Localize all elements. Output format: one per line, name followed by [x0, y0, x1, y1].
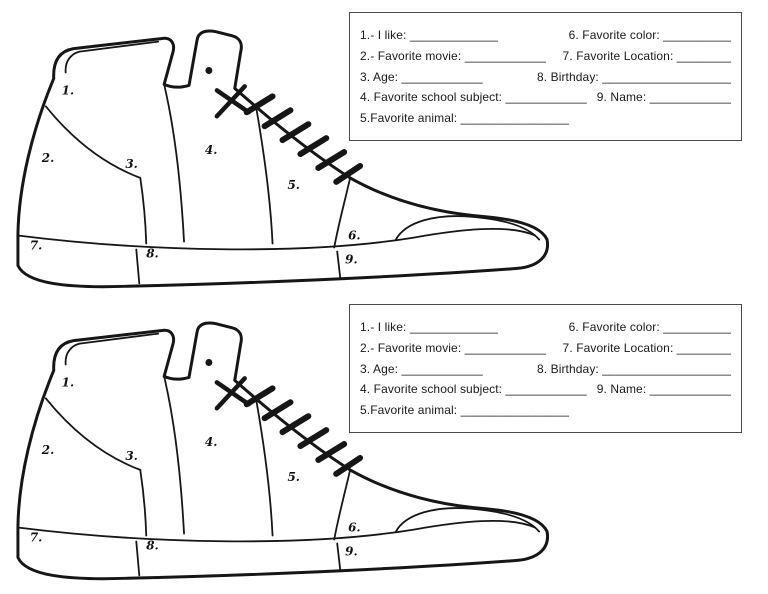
question-1-label: 1.- I like: _____________	[360, 28, 498, 42]
worksheet-section-1: 1.- I like: _____________ 6. Favorite co…	[0, 0, 768, 290]
question-row: 5.Favorite animal: ________________	[360, 111, 731, 126]
question-2-label: 2.- Favorite movie: ____________	[360, 48, 546, 63]
question-7-label: 7. Favorite Location: ________	[562, 340, 731, 355]
question-3-label: 3. Age: ____________	[360, 69, 483, 84]
question-box-2: 1.- I like: _____________ 6. Favorite co…	[349, 304, 742, 433]
question-row: 1.- I like: _____________ 6. Favorite co…	[360, 28, 731, 43]
question-row: 4. Favorite school subject: ____________…	[360, 383, 731, 397]
question-7-label: 7. Favorite Location: ________	[562, 48, 731, 63]
question-2-label: 2.- Favorite movie: ____________	[360, 340, 546, 355]
question-6-label: 6. Favorite color: __________	[568, 28, 731, 42]
question-8-label: 8. Birthday: ___________________	[536, 361, 731, 376]
question-row: 2.- Favorite movie: ____________ 7. Favo…	[360, 48, 731, 64]
question-8-label: 8. Birthday: ___________________	[536, 69, 731, 84]
question-5-label: 5.Favorite animal: ________________	[360, 111, 569, 126]
worksheet-section-2: 1.- I like: _____________ 6. Favorite co…	[0, 292, 768, 582]
question-row: 1.- I like: _____________ 6. Favorite co…	[360, 320, 731, 335]
question-row: 5.Favorite animal: ________________	[360, 403, 731, 418]
question-1-label: 1.- I like: _____________	[360, 320, 498, 334]
question-row: 3. Age: ____________ 8. Birthday: ______…	[360, 361, 731, 377]
question-6-label: 6. Favorite color: __________	[568, 320, 731, 334]
question-5-label: 5.Favorite animal: ________________	[360, 403, 569, 418]
question-9-label: 9. Name: ____________	[596, 90, 731, 105]
question-row: 2.- Favorite movie: ____________ 7. Favo…	[360, 340, 731, 356]
question-box-1: 1.- I like: _____________ 6. Favorite co…	[349, 12, 742, 141]
question-9-label: 9. Name: ____________	[596, 382, 731, 397]
question-row: 3. Age: ____________ 8. Birthday: ______…	[360, 69, 731, 85]
question-4-label: 4. Favorite school subject: ____________	[360, 90, 587, 105]
question-3-label: 3. Age: ____________	[360, 361, 483, 376]
question-row: 4. Favorite school subject: ____________…	[360, 91, 731, 105]
question-4-label: 4. Favorite school subject: ____________	[360, 382, 587, 397]
